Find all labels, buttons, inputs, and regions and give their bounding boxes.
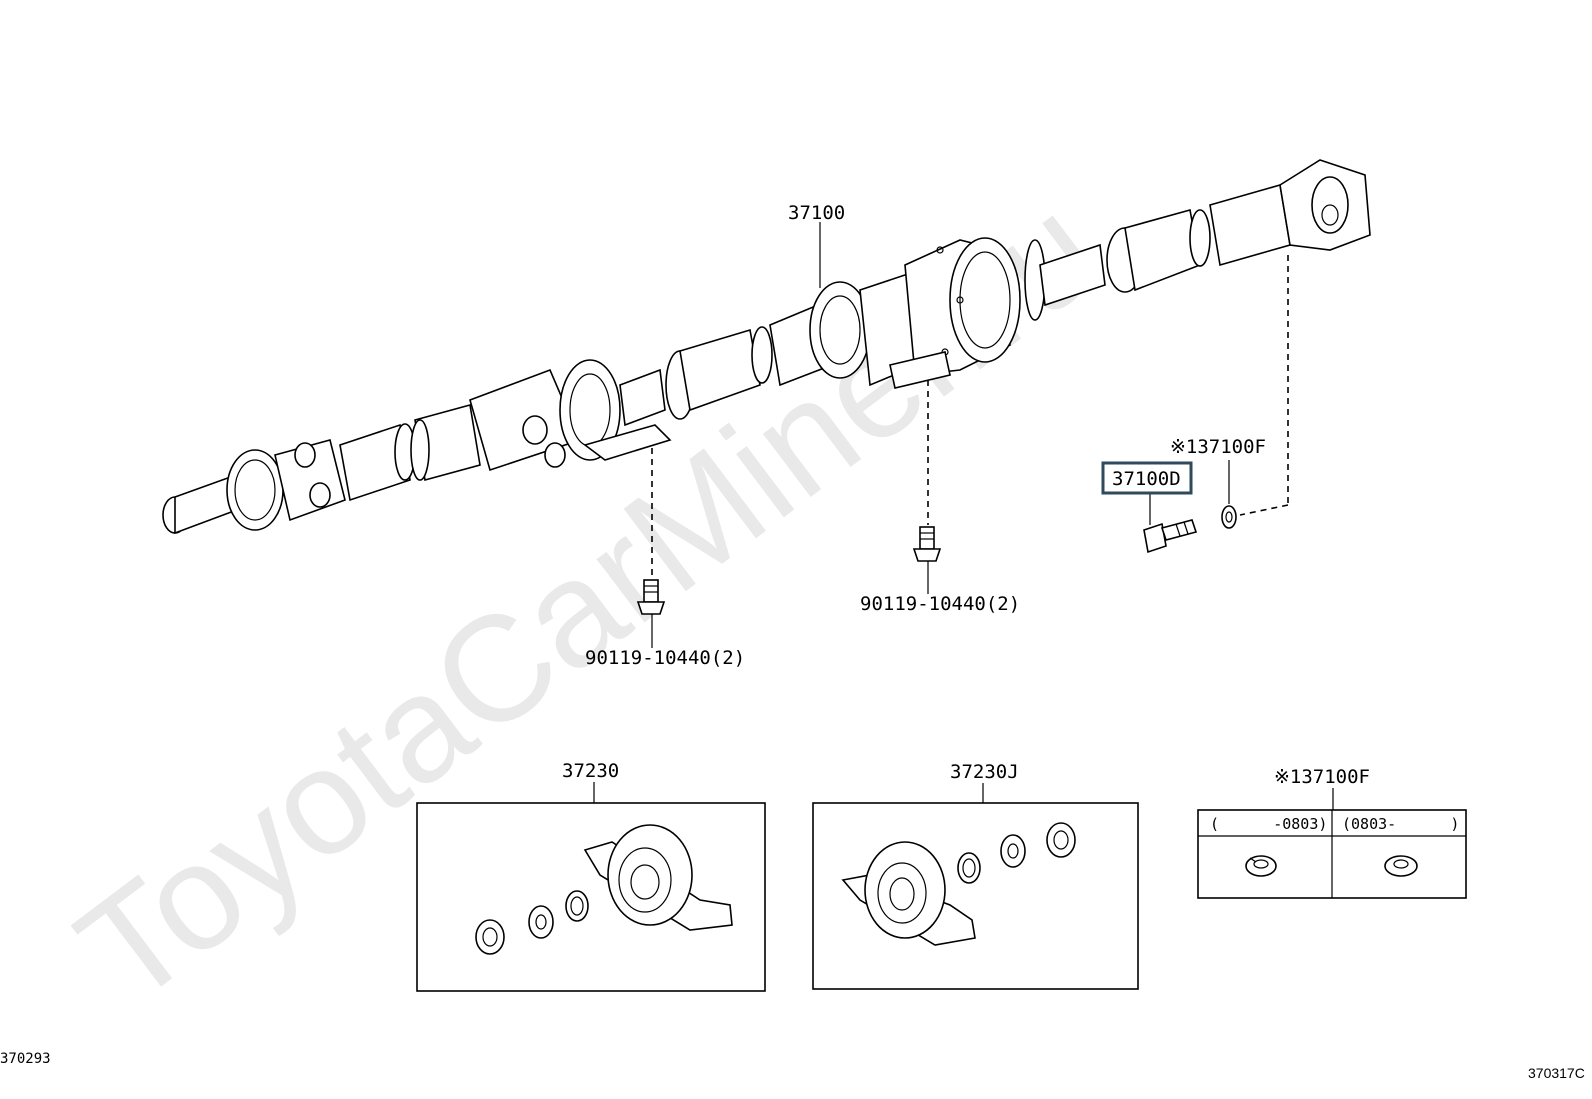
callout-90119-10440-left: 90119-10440(2) — [585, 647, 745, 669]
bearing-kit-37230j-drawing — [841, 822, 1076, 946]
callout-37100: 37100 — [788, 202, 845, 224]
bolt-left-drawing — [636, 579, 666, 615]
washer-table-col2-header: (0803- ) — [1342, 815, 1459, 833]
diagram-code-left: 370293 — [0, 1051, 51, 1067]
bearing-kit-37230-drawing — [475, 824, 733, 955]
bolt-37100d-drawing — [1143, 519, 1198, 554]
kit-box-37230 — [416, 802, 766, 992]
propeller-shaft-drawing — [162, 159, 1371, 535]
washer-137100f-drawing — [1221, 505, 1237, 529]
callout-90119-10440-right: 90119-10440(2) — [860, 593, 1020, 615]
callout-37230: 37230 — [562, 760, 619, 782]
plain-washer-drawing — [1384, 855, 1418, 877]
bolt-right-drawing — [912, 526, 942, 562]
highlight-37100d[interactable] — [1101, 461, 1193, 495]
callout-137100f: ※137100F — [1170, 436, 1266, 458]
diagram-code-right: 370317C — [1528, 1065, 1585, 1081]
callout-37100d[interactable]: 37100D — [1112, 468, 1181, 490]
kit-box-37230j — [812, 802, 1139, 990]
callout-37230j: 37230J — [950, 761, 1019, 783]
callout-washer-table: ※137100F — [1274, 766, 1370, 788]
washer-table — [1197, 809, 1467, 899]
split-washer-drawing — [1245, 855, 1277, 877]
washer-table-col1-header: ( -0803) — [1210, 815, 1327, 833]
